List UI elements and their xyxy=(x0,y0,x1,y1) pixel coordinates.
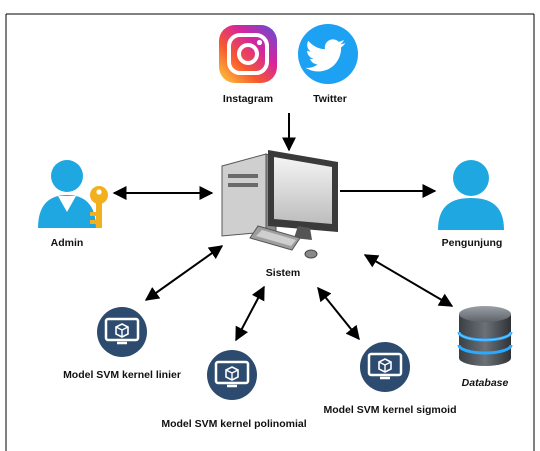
admin-user-key-icon xyxy=(38,160,108,228)
monitor-cube-icon-linier xyxy=(97,307,147,357)
desktop-computer-icon xyxy=(221,150,338,259)
arrow-sistem-database xyxy=(363,254,454,307)
arrow-sistem-svm-linier xyxy=(144,245,224,301)
svm-polinomial-label: Model SVM kernel polinomial xyxy=(161,418,306,430)
twitter-bird-icon xyxy=(298,24,358,84)
arrow-sistem-svm-sigmoid xyxy=(317,286,360,341)
monitor-cube-icon-sigmoid xyxy=(360,342,410,392)
twitter-label: Twitter xyxy=(313,93,347,105)
database-label: Database xyxy=(462,377,509,389)
svm-linier-label: Model SVM kernel linier xyxy=(63,369,181,381)
pengunjung-label: Pengunjung xyxy=(442,237,503,249)
arrow-sistem-svm-polinomial xyxy=(235,285,265,342)
instagram-icon xyxy=(219,25,277,83)
sistem-label: Sistem xyxy=(266,267,300,279)
database-icon xyxy=(457,306,513,366)
monitor-cube-icon-polinomial xyxy=(207,350,257,400)
user-icon xyxy=(438,160,504,230)
svm-sigmoid-label: Model SVM kernel sigmoid xyxy=(323,404,456,416)
admin-label: Admin xyxy=(51,237,84,249)
instagram-label: Instagram xyxy=(223,93,273,105)
